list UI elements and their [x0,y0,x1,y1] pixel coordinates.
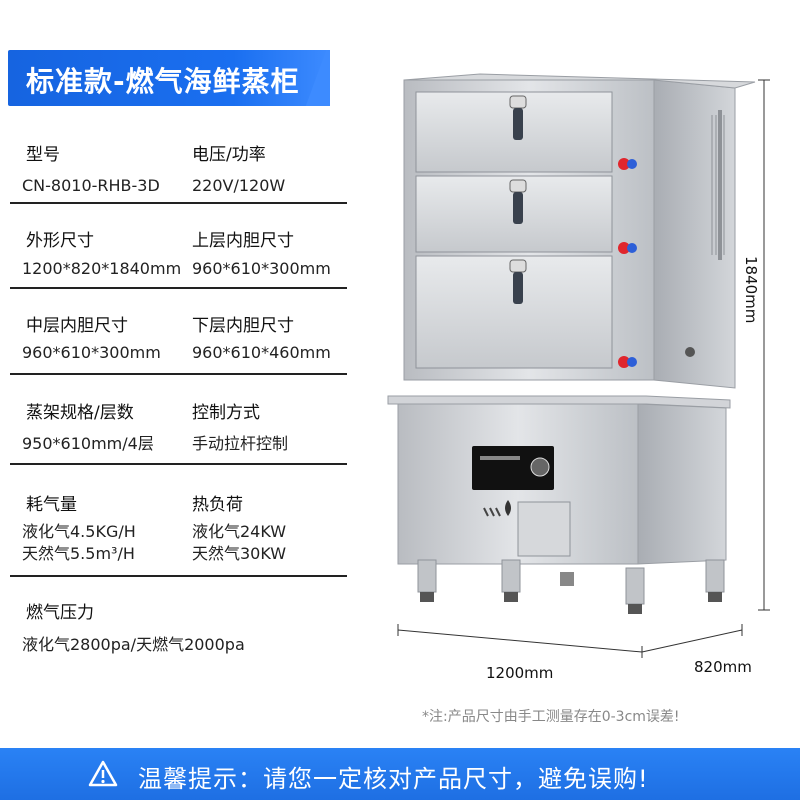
spec-label-upper-tank: 上层内胆尺寸 [192,231,294,251]
dimension-height: 1840mm [742,256,760,324]
measurement-note: *注:产品尺寸由手工测量存在0-3cm误差! [422,709,680,725]
spec-value-power: 220V/120W [192,176,286,195]
divider [10,202,347,204]
title-banner: 标准款-燃气海鲜蒸柜 [8,50,330,106]
spec-value-middle-tank: 960*610*300mm [22,343,161,362]
door-middle [415,175,613,253]
spec-value-gas-pressure: 液化气2800pa/天燃气2000pa [22,635,245,654]
divider [10,373,347,375]
divider [10,575,347,577]
spec-label-lower-tank: 下层内胆尺寸 [192,316,294,336]
spec-value-lower-tank: 960*610*460mm [192,343,331,362]
spec-value-gas-lpg: 液化气4.5KG/H [22,522,136,541]
spec-label-gas-consumption: 耗气量 [26,495,77,515]
door-bottom [415,255,613,369]
spec-value-control: 手动拉杆控制 [192,434,289,453]
spec-value-heat-lpg: 液化气24KW [192,522,287,541]
spec-value-gas-natural: 天然气5.5m³/H [22,544,135,563]
spec-label-power: 电压/功率 [192,145,266,165]
warning-text: 温馨提示：请您一定核对产品尺寸，避免误购! [138,765,649,793]
dimension-width: 1200mm [486,664,554,682]
divider [10,463,347,465]
spec-label-rack: 蒸架规格/层数 [26,403,134,423]
spec-label-model: 型号 [26,145,60,165]
spec-value-model: CN-8010-RHB-3D [22,176,160,195]
dimension-depth: 820mm [694,658,752,676]
spec-value-heat-natural: 天然气30KW [192,544,287,563]
spec-label-heat-load: 热负荷 [192,495,243,515]
spec-label-middle-tank: 中层内胆尺寸 [26,316,128,336]
spec-value-rack: 950*610mm/4层 [22,434,154,453]
spec-value-size: 1200*820*1840mm [22,259,182,278]
divider [10,287,347,289]
page-title: 标准款-燃气海鲜蒸柜 [26,65,300,98]
spec-label-gas-pressure: 燃气压力 [26,603,94,623]
warning-bar: 温馨提示：请您一定核对产品尺寸，避免误购! [0,748,800,800]
spec-label-control: 控制方式 [192,403,260,423]
warning-triangle-icon [88,760,118,787]
steamer-cabinet-illustration [387,73,770,658]
door-top [415,91,613,173]
spec-value-upper-tank: 960*610*300mm [192,259,331,278]
spec-label-size: 外形尺寸 [26,231,94,251]
